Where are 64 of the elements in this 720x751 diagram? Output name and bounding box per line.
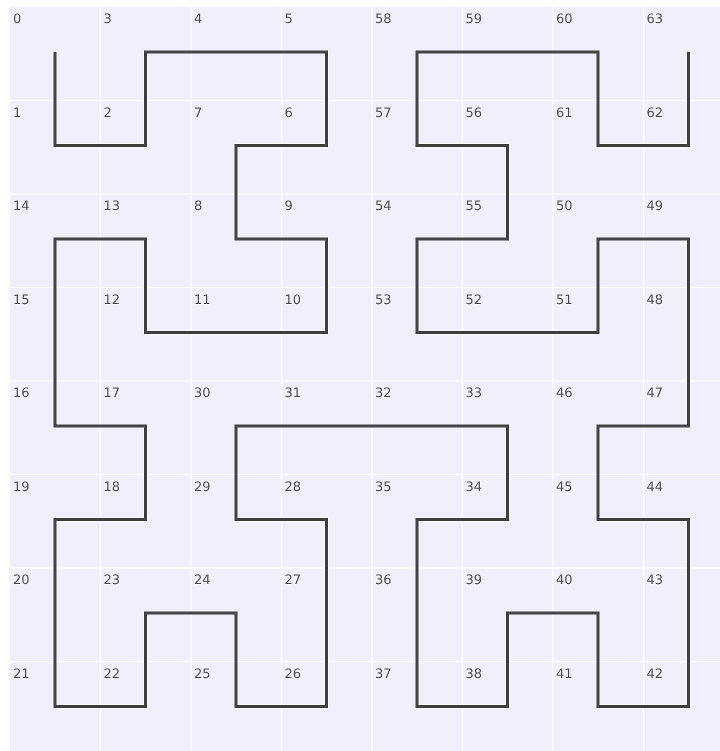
cell-number: 43 [646, 574, 664, 587]
cell-number: 14 [13, 200, 30, 213]
cell-number: 24 [194, 574, 211, 587]
cell-number: 40 [556, 574, 573, 587]
cell-number: 53 [375, 294, 392, 306]
cell-number: 59 [466, 13, 482, 26]
cell-number: 7 [194, 106, 202, 120]
cell-number: 35 [375, 480, 392, 494]
cell-number: 39 [466, 574, 482, 587]
cell-number: 60 [556, 13, 573, 26]
cell-number: 25 [194, 668, 211, 680]
cell-number: 57 [375, 106, 392, 120]
cell-number: 47 [646, 387, 664, 400]
cell-number: 32 [375, 387, 392, 400]
cell-number: 34 [466, 480, 482, 494]
cell-number: 22 [104, 668, 120, 680]
cell-number: 50 [556, 200, 573, 213]
cell-number: 54 [375, 200, 392, 213]
cell-number: 6 [284, 106, 293, 120]
cell-number: 30 [194, 387, 211, 400]
cell-number: 36 [375, 574, 392, 587]
cell-number: 45 [556, 480, 573, 494]
cell-number: 12 [104, 294, 120, 306]
cell-number: 33 [466, 387, 482, 400]
cell-number: 19 [13, 480, 30, 494]
cell-number: 41 [556, 668, 573, 680]
cell-number: 55 [466, 200, 482, 213]
cell-number: 27 [284, 574, 302, 587]
cell-number: 4 [194, 13, 202, 26]
cell-number: 61 [556, 106, 573, 120]
cell-number: 17 [104, 387, 120, 400]
cell-number: 56 [466, 106, 482, 120]
cell-number: 48 [646, 294, 664, 306]
cell-number: 29 [194, 480, 211, 494]
cell-number: 21 [13, 668, 30, 680]
cell-number: 20 [13, 574, 30, 587]
cell-number: 15 [13, 294, 30, 306]
cell-number: 13 [104, 200, 120, 213]
cell-number: 26 [284, 668, 302, 680]
cell-number: 23 [104, 574, 120, 587]
cell-number: 2 [104, 106, 112, 120]
cell-number: 42 [646, 668, 664, 680]
cell-number: 51 [556, 294, 573, 306]
cell-number: 10 [284, 294, 302, 306]
cell-number: 3 [104, 13, 112, 26]
cell-number: 46 [556, 387, 573, 400]
cell-number: 63 [646, 13, 664, 26]
cell-number: 37 [375, 668, 392, 680]
cell-number: 44 [646, 480, 664, 494]
cell-number: 1 [13, 106, 22, 120]
cell-number: 5 [284, 13, 293, 26]
cell-number: 62 [646, 106, 664, 120]
cell-number: 52 [466, 294, 482, 306]
cell-number: 58 [375, 13, 392, 26]
cell-number: 31 [284, 387, 302, 400]
cell-number: 9 [284, 200, 293, 213]
cell-number: 38 [466, 668, 482, 680]
cell-number: 8 [194, 200, 202, 213]
cell-number: 49 [646, 200, 664, 213]
cell-number: 11 [194, 294, 211, 306]
cell-number: 16 [13, 387, 30, 400]
cell-number: 0 [13, 13, 22, 26]
cell-number: 28 [284, 480, 302, 494]
cell-number: 18 [104, 480, 120, 494]
